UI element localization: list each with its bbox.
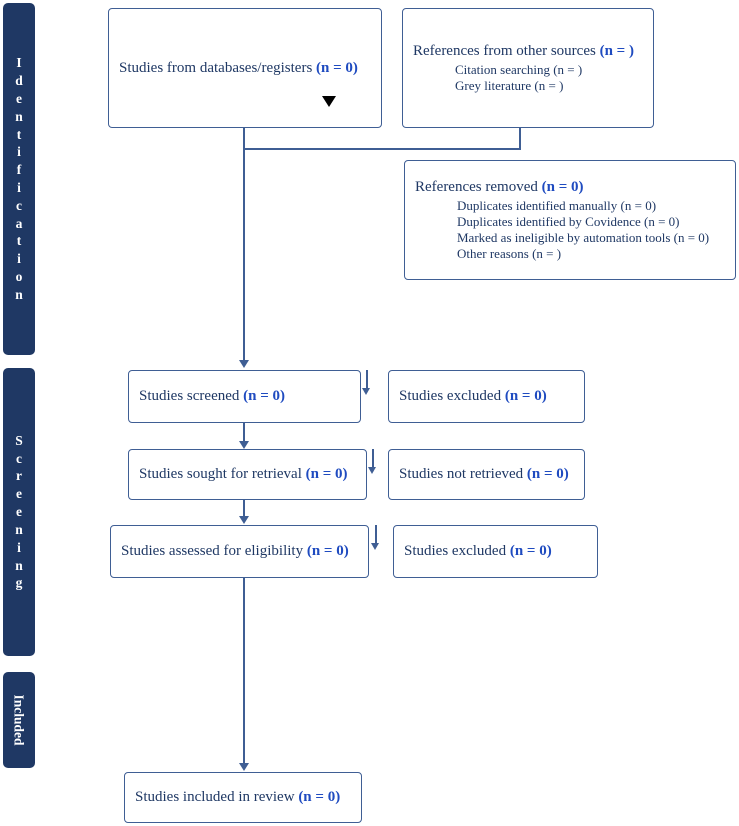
stage-letter: d bbox=[15, 73, 23, 89]
box-references-removed: References removed (n = 0) Duplicates id… bbox=[404, 160, 736, 280]
stage-label-identification: I d e n t i f i c a t i o n bbox=[15, 54, 23, 303]
stage-letter: t bbox=[16, 126, 22, 142]
connector-other-sources-down bbox=[519, 128, 521, 150]
box-main-text: Studies screened (n = 0) bbox=[139, 387, 350, 406]
box-main-text: Studies from databases/registers (n = 0) bbox=[119, 59, 371, 78]
box-main-label: References from other sources bbox=[413, 43, 600, 60]
stage-label-screening: S c r e e n i n g bbox=[15, 432, 23, 592]
connector-horizontal-junction bbox=[243, 148, 521, 150]
arrow-down-icon-screened-excluded bbox=[362, 388, 370, 395]
box-count-value: (n = 0) bbox=[541, 179, 584, 196]
stage-letter: I bbox=[16, 55, 22, 71]
stage-letter: f bbox=[16, 162, 22, 178]
stage-letter: a bbox=[15, 215, 23, 231]
stage-letter: i bbox=[17, 539, 21, 555]
box-main-text: Studies excluded (n = 0) bbox=[404, 542, 587, 561]
stage-letter: e bbox=[15, 486, 22, 502]
box-sub-item: Marked as ineligible by automation tools… bbox=[457, 229, 710, 245]
box-main-label: References removed bbox=[415, 179, 542, 196]
box-main-text: Studies included in review (n = 0) bbox=[135, 788, 351, 807]
stage-letter: S bbox=[15, 432, 23, 448]
box-main-label: Studies sought for retrieval bbox=[139, 466, 306, 483]
box-main-text: Studies sought for retrieval (n = 0) bbox=[139, 465, 356, 484]
box-main-text: Studies not retrieved (n = 0) bbox=[399, 465, 574, 484]
box-references-other-sources: References from other sources (n = ) Cit… bbox=[402, 8, 654, 128]
caret-down-icon bbox=[322, 96, 336, 107]
stage-letter: c bbox=[15, 197, 22, 213]
stage-letter: n bbox=[15, 108, 23, 124]
box-studies-included-in-review: Studies included in review (n = 0) bbox=[124, 772, 362, 823]
stage-letter: e bbox=[15, 90, 22, 106]
box-main-label: Studies included in review bbox=[135, 789, 299, 806]
arrow-down-icon-to-screened bbox=[239, 360, 249, 368]
box-studies-assessed-for-eligibility: Studies assessed for eligibility (n = 0) bbox=[110, 525, 369, 578]
box-main-label: Studies excluded bbox=[399, 388, 505, 405]
box-main-text: References removed (n = 0) bbox=[415, 178, 725, 197]
arrow-down-icon-assessed-excluded bbox=[371, 543, 379, 550]
box-main-label: Studies from databases/registers bbox=[119, 59, 317, 76]
box-studies-not-retrieved: Studies not retrieved (n = 0) bbox=[388, 449, 585, 500]
box-studies-from-databases: Studies from databases/registers (n = 0) bbox=[108, 8, 382, 128]
stage-letter: t bbox=[16, 233, 22, 249]
connector-screened-to-sought bbox=[243, 423, 245, 443]
arrow-down-icon-to-sought bbox=[239, 441, 249, 449]
box-studies-sought-for-retrieval: Studies sought for retrieval (n = 0) bbox=[128, 449, 367, 500]
connector-trunk-to-screened bbox=[243, 148, 245, 362]
box-main-label: Studies not retrieved bbox=[399, 466, 527, 483]
arrow-down-icon-to-included bbox=[239, 763, 249, 771]
stage-letter: e bbox=[15, 504, 22, 520]
stage-letter: i bbox=[17, 251, 21, 267]
box-main-label: Studies screened bbox=[139, 388, 244, 405]
stage-letter: n bbox=[15, 286, 23, 302]
box-main-text: References from other sources (n = ) bbox=[413, 42, 643, 61]
connector-sought-to-assessed bbox=[243, 500, 245, 518]
connector-sought-to-not-retrieved-stub bbox=[372, 449, 374, 469]
stage-bar-identification: I d e n t i f i c a t i o n bbox=[3, 3, 35, 355]
box-main-label: Studies assessed for eligibility bbox=[121, 543, 307, 560]
stage-bar-included: Included bbox=[3, 672, 35, 768]
stage-letter: i bbox=[17, 144, 21, 160]
stage-letter: n bbox=[15, 557, 23, 573]
box-count-value: (n = 0) bbox=[526, 466, 569, 483]
box-count-value: (n = 0) bbox=[509, 543, 552, 560]
box-count-value: (n = 0) bbox=[243, 388, 286, 405]
box-main-label: Studies excluded bbox=[404, 543, 510, 560]
stage-label-included: Included bbox=[12, 694, 27, 746]
box-main-text: Studies excluded (n = 0) bbox=[399, 387, 574, 406]
box-sub-item: Duplicates identified by Covidence (n = … bbox=[457, 214, 680, 230]
box-count-value: (n = 0) bbox=[298, 789, 341, 806]
box-sub-list: Duplicates identified manually (n = 0) D… bbox=[415, 198, 725, 261]
stage-letter: c bbox=[15, 450, 22, 466]
stage-letter: n bbox=[15, 521, 23, 537]
stage-letter: g bbox=[15, 575, 23, 591]
arrow-down-icon-sought-not-retrieved bbox=[368, 467, 376, 474]
box-studies-screened: Studies screened (n = 0) bbox=[128, 370, 361, 423]
box-count-value: (n = ) bbox=[599, 43, 634, 60]
box-count-value: (n = 0) bbox=[504, 388, 547, 405]
box-sub-item: Grey literature (n = ) bbox=[455, 77, 564, 93]
box-sub-item: Other reasons (n = ) bbox=[457, 245, 562, 261]
connector-databases-down bbox=[243, 128, 245, 150]
connector-assessed-to-excluded-stub bbox=[375, 525, 377, 545]
stage-letter: r bbox=[15, 468, 22, 484]
box-sub-item: Citation searching (n = ) bbox=[455, 62, 583, 78]
arrow-down-icon-to-assessed bbox=[239, 516, 249, 524]
stage-bar-screening: S c r e e n i n g bbox=[3, 368, 35, 656]
box-count-value: (n = 0) bbox=[305, 466, 348, 483]
connector-screened-to-excluded-stub bbox=[366, 370, 368, 390]
box-sub-list: Citation searching (n = ) Grey literatur… bbox=[413, 62, 643, 94]
stage-letter: o bbox=[15, 269, 23, 285]
box-count-value: (n = 0) bbox=[316, 59, 358, 76]
connector-assessed-to-included bbox=[243, 578, 245, 765]
box-studies-excluded-screening: Studies excluded (n = 0) bbox=[388, 370, 585, 423]
box-sub-item: Duplicates identified manually (n = 0) bbox=[457, 198, 657, 214]
stage-letter: i bbox=[17, 180, 21, 195]
box-studies-excluded-eligibility: Studies excluded (n = 0) bbox=[393, 525, 598, 578]
box-count-value: (n = 0) bbox=[306, 543, 349, 560]
box-main-text: Studies assessed for eligibility (n = 0) bbox=[121, 542, 358, 561]
